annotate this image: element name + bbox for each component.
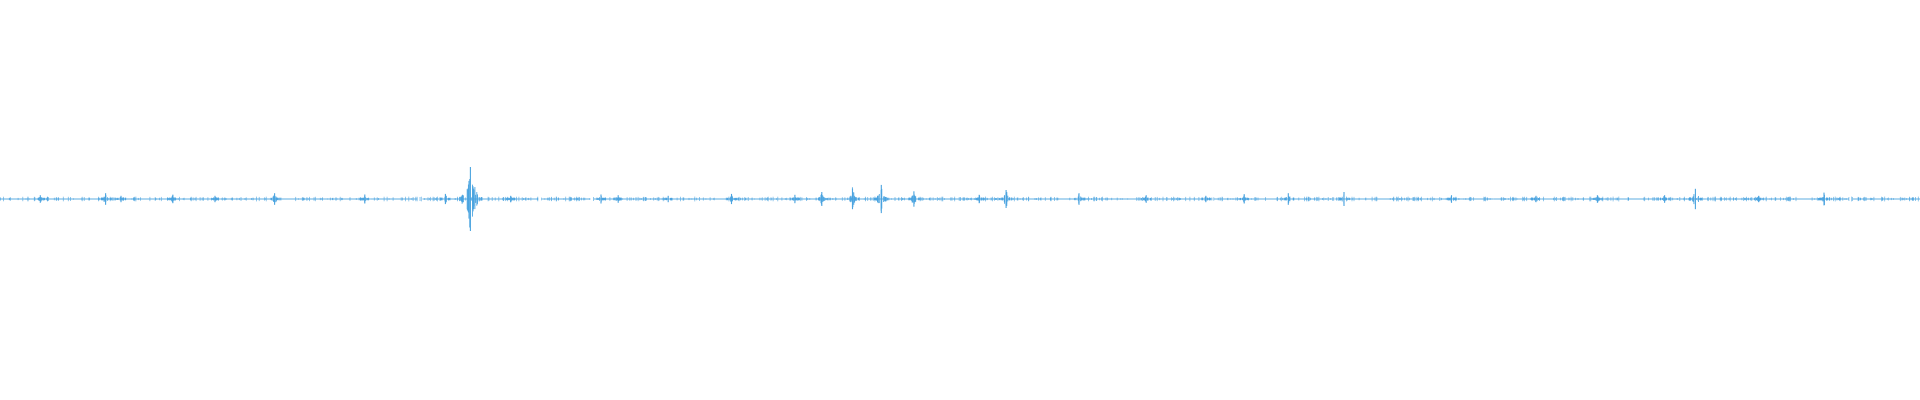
waveform-peak	[1074, 193, 1085, 205]
waveform-peak	[1140, 195, 1151, 203]
waveform-peak	[815, 192, 828, 206]
waveform-peak	[1818, 192, 1830, 206]
waveform-peaks	[37, 167, 1830, 231]
waveform-peak	[270, 193, 278, 205]
waveform-peak	[116, 195, 127, 203]
waveform-peak	[37, 195, 46, 203]
waveform-peak	[211, 195, 218, 203]
waveform-peak	[1201, 195, 1211, 203]
waveform-peak	[975, 194, 985, 204]
waveform-peak	[1447, 195, 1457, 203]
waveform-peak	[100, 193, 112, 205]
waveform-peak	[440, 193, 451, 205]
waveform-peak	[873, 184, 890, 214]
waveform-noise	[0, 196, 1919, 202]
waveform-peak	[1688, 188, 1703, 210]
waveform-peak	[459, 167, 483, 231]
waveform-peak	[506, 195, 516, 203]
waveform-peak	[1754, 195, 1764, 203]
waveform-peak	[167, 194, 176, 204]
waveform-peak	[663, 195, 673, 203]
waveform-peak	[596, 194, 607, 204]
waveform-peak	[359, 194, 370, 204]
waveform-peak	[908, 191, 920, 207]
waveform-peak	[613, 195, 622, 203]
waveform-peak	[1338, 192, 1351, 206]
waveform-peak	[1239, 194, 1249, 204]
waveform-peak	[790, 194, 800, 204]
waveform-peak	[1283, 193, 1295, 205]
waveform-peak	[999, 190, 1013, 208]
waveform-peak	[1530, 195, 1540, 203]
waveform-peak	[725, 193, 737, 205]
waveform-peak	[1660, 195, 1670, 203]
waveform-peak	[847, 187, 860, 210]
waveform-peak	[1592, 195, 1603, 203]
